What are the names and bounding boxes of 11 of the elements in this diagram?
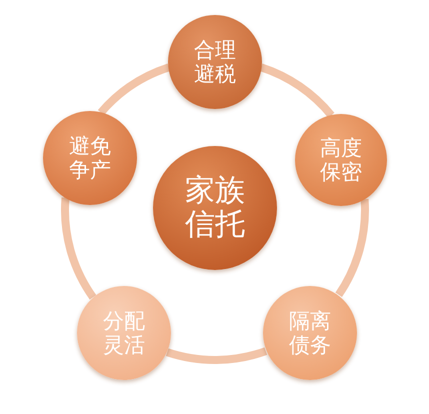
topic-circle: 分配灵活	[77, 286, 171, 380]
ring-arc	[166, 347, 267, 364]
center-circle: 家族信托	[153, 146, 277, 270]
topic-circle: 避免争产	[43, 111, 137, 205]
ring-arc	[61, 198, 96, 300]
topic-circle: 隔离债务	[263, 286, 357, 380]
ring-arc	[98, 64, 170, 116]
topic-circle: 合理避税	[168, 15, 262, 109]
ring-arc	[335, 199, 369, 297]
ring-arc	[260, 64, 334, 118]
topic-circle: 高度保密	[295, 114, 387, 206]
